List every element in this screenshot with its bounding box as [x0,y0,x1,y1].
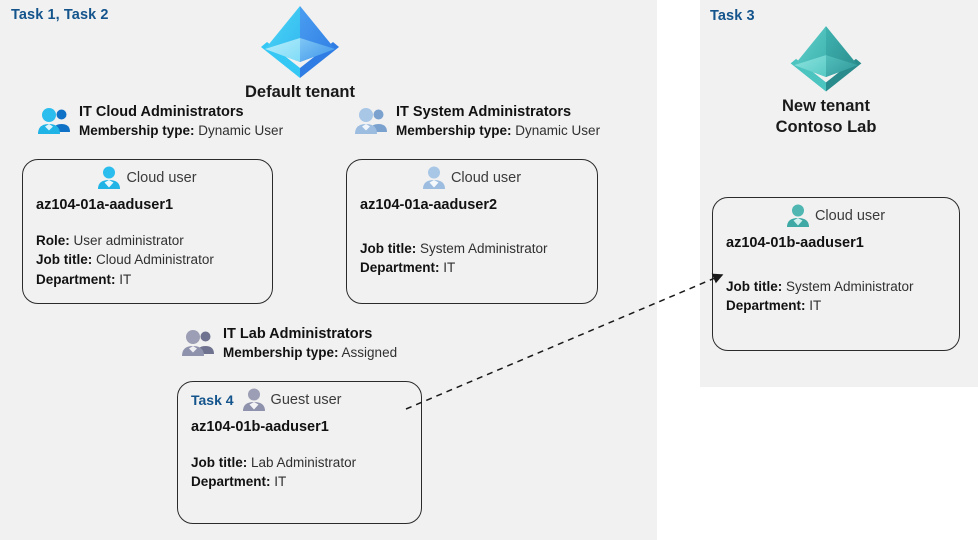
card-username: az104-01b-aaduser1 [191,419,329,435]
card-properties: Job title: System Administrator Departme… [713,251,959,316]
card-user-type: Guest user [270,392,342,408]
card-properties: Job title: System Administrator Departme… [347,213,597,278]
group-users-icon [182,330,214,356]
group-membership-type: Membership type: Dynamic User [79,122,283,140]
task-label-4: Task 4 [191,392,234,408]
property-value: IT [119,271,132,287]
card-header: Cloud user [713,198,959,228]
tenant-contoso-lab: New tenant Contoso Lab [726,22,926,138]
user-card-az104-01b-aaduser1: Cloud user az104-01b-aaduser1 Job title:… [712,197,960,351]
tenant-contoso-name-line2: Contoso Lab [775,118,877,137]
property-label: Job title: [191,455,248,470]
cloud-user-icon [422,166,445,189]
tenant-contoso-name-line1: New tenant [781,97,870,115]
tenant-default-name: Default tenant [244,83,355,101]
property-label: Job title: [360,241,417,256]
group-membership-value: Assigned [341,344,398,360]
card-property-job-title: Job title: Cloud Administrator [36,250,272,269]
property-label: Job title: [36,252,93,268]
azure-tenant-icon [261,6,339,78]
group-users-icon [355,108,387,134]
user-card-az104-01a-aaduser2: Cloud user az104-01a-aaduser2 Job title:… [346,159,598,304]
card-header: Cloud user [347,160,597,190]
card-properties: Job title: Lab Administrator Department:… [178,435,421,492]
card-property-department: Department: IT [360,258,597,277]
property-value: User administrator [73,233,184,248]
card-property-role: Role: User administrator [36,231,272,250]
card-properties: Role: User administrator Job title: Clou… [23,213,272,289]
group-membership-type: Membership type: Assigned [223,344,397,362]
property-label: Department: [36,271,116,287]
group-membership-value: Dynamic User [515,122,601,138]
user-card-guest-az104-01b-aaduser1: Task 4 Guest user az104-01b-aaduser1 Job… [177,381,422,524]
property-value: Lab Administrator [251,455,357,470]
group-membership-value: Dynamic User [198,122,284,138]
tenant-default: Default tenant [200,2,400,103]
group-name: IT Lab Administrators [223,326,373,342]
card-user-type: Cloud user [126,170,197,186]
property-label: Department: [360,260,440,276]
card-user-type: Cloud user [814,208,886,224]
group-users-icon [38,108,70,134]
azure-tenant-icon [790,26,862,92]
property-value: IT [274,474,287,490]
group-name: IT Cloud Administrators [79,104,244,120]
group-membership-label: Membership type: [79,122,195,138]
property-value: System Administrator [786,279,914,294]
group-membership-label: Membership type: [223,344,339,360]
user-card-az104-01a-aaduser1: Cloud user az104-01a-aaduser1 Role: User… [22,159,273,304]
group-name: IT System Administrators [396,104,572,120]
card-property-department: Department: IT [726,296,959,315]
property-value: IT [443,260,456,276]
card-username: az104-01a-aaduser1 [36,197,174,213]
property-value: Cloud Administrator [96,252,214,268]
task-label-3: Task 3 [710,8,755,24]
property-label: Role: [36,233,70,248]
guest-user-icon [242,388,265,411]
card-header: Task 4 Guest user [178,382,421,412]
card-username: az104-01b-aaduser1 [726,235,864,251]
property-value: System Administrator [420,241,548,256]
card-property-department: Department: IT [191,472,421,491]
cloud-user-icon [786,204,809,227]
task-label-1-2: Task 1, Task 2 [11,7,109,23]
card-property-job-title: Job title: Lab Administrator [191,453,421,472]
property-label: Department: [191,474,271,490]
property-value: IT [809,298,822,314]
card-username: az104-01a-aaduser2 [360,197,498,213]
property-label: Department: [726,298,806,314]
group-it-system-administrators: IT System Administrators Membership type… [355,103,600,139]
card-property-job-title: Job title: System Administrator [360,239,597,258]
group-membership-type: Membership type: Dynamic User [396,122,600,140]
card-property-department: Department: IT [36,270,272,289]
cloud-user-icon [98,166,121,189]
group-it-lab-administrators: IT Lab Administrators Membership type: A… [182,325,397,361]
card-header: Cloud user [23,160,272,190]
group-membership-label: Membership type: [396,122,512,138]
property-label: Job title: [726,279,783,294]
group-it-cloud-administrators: IT Cloud Administrators Membership type:… [38,103,283,139]
card-property-job-title: Job title: System Administrator [726,277,959,296]
card-user-type: Cloud user [450,170,522,186]
